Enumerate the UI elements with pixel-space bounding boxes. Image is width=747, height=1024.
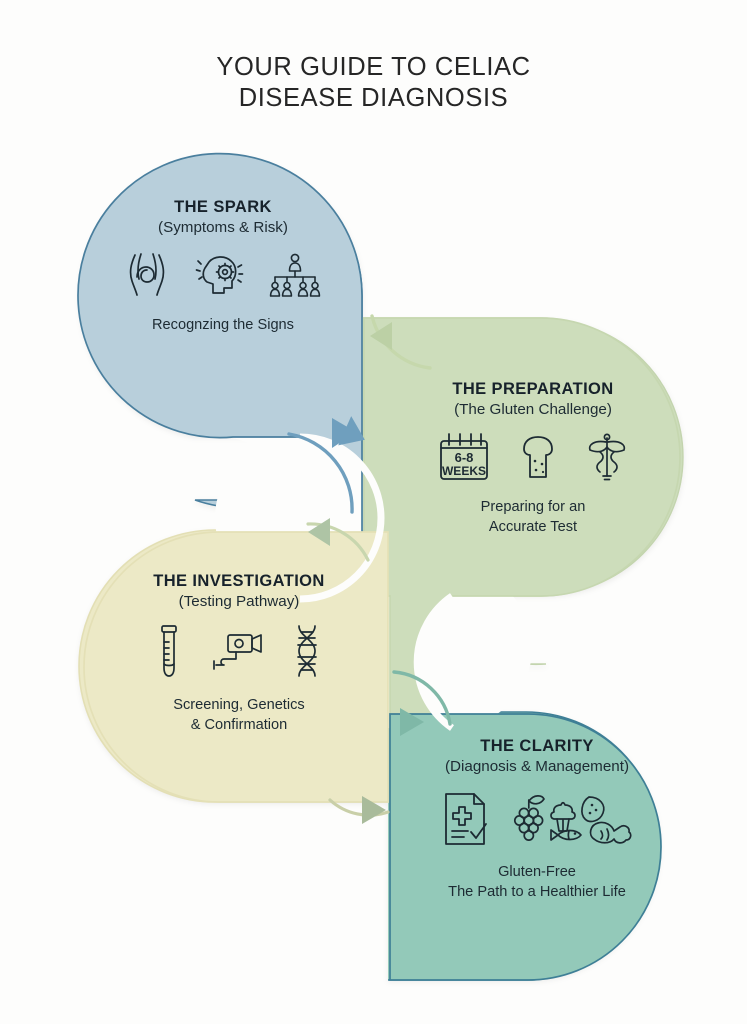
icon-row-preparation: 6-8 WEEKS <box>378 432 688 482</box>
medical-report-check-icon <box>440 790 492 848</box>
icon-row-investigation <box>78 624 400 680</box>
brain-fog-icon <box>193 252 245 298</box>
test-tube-icon <box>152 624 186 680</box>
clarity-blob <box>389 713 662 981</box>
grapes-icon <box>513 795 545 841</box>
family-tree-icon <box>267 252 323 298</box>
page-title-line-2: DISEASE DIAGNOSIS <box>238 84 509 112</box>
step-subtitle-preparation: (The Gluten Challenge) <box>454 401 612 418</box>
step-caption-preparation-line-2: Accurate Test <box>488 518 578 535</box>
caduceus-icon <box>584 432 630 482</box>
step-caption-investigation-line-2: & Confirmation <box>190 716 288 733</box>
dna-helix-icon <box>288 624 326 680</box>
step-title-preparation: THE PREPARATION <box>452 380 614 398</box>
bread-slice-icon <box>514 433 562 481</box>
connector-preparation-to-investigation <box>370 314 432 370</box>
fish-icon <box>550 829 582 841</box>
step-caption-clarity-line-1: Gluten-Free <box>498 864 576 880</box>
endoscope-icon <box>208 627 266 677</box>
step-title-spark: THE SPARK <box>174 198 272 216</box>
step-subtitle-clarity: (Diagnosis & Management) <box>444 758 630 775</box>
step-subtitle-investigation: (Testing Pathway) <box>178 593 300 610</box>
icon-row-clarity <box>370 789 704 849</box>
step-caption-investigation-line-1: Screening, Genetics <box>173 697 305 713</box>
step-panel-preparation[interactable]: THE PREPARATION (The Gluten Challenge) 6… <box>378 380 688 537</box>
step-panel-investigation[interactable]: THE INVESTIGATION (Testing Pathway) <box>78 572 400 735</box>
step-panel-spark[interactable]: THE SPARK (Symptoms & Risk) <box>68 198 378 336</box>
step-title-clarity: THE CLARITY <box>480 737 594 755</box>
cucumber-icon <box>581 796 605 823</box>
connector-investigation-to-clarity <box>392 670 452 736</box>
step-caption-preparation-line-1: Preparing for an <box>480 499 586 515</box>
calendar-icon: 6-8 WEEKS <box>436 432 492 482</box>
chicken-drumstick-icon <box>589 821 632 844</box>
step-panel-clarity[interactable]: THE CLARITY (Diagnosis & Management) <box>370 737 704 902</box>
step-caption-clarity-line-2: The Path to a Healthier Life <box>448 883 626 900</box>
broccoli-icon <box>550 801 576 832</box>
healthy-food-icon <box>506 789 634 849</box>
icon-row-spark <box>68 252 378 298</box>
connector-investigation-outbound <box>306 518 370 562</box>
step-caption-spark: Recognzing the Signs <box>152 317 294 333</box>
connector-spark-to-preparation <box>287 416 365 514</box>
page-title: YOUR GUIDE TO CELIAC DISEASE DIAGNOSIS <box>0 52 747 114</box>
step-subtitle-spark: (Symptoms & Risk) <box>158 219 288 236</box>
abdominal-pain-icon <box>123 252 171 298</box>
page-title-line-1: YOUR GUIDE TO CELIAC <box>216 53 531 81</box>
blob-separators <box>299 433 454 731</box>
step-shapes-final <box>77 152 681 981</box>
calendar-line-1: 6-8 <box>455 450 474 465</box>
calendar-line-2: WEEKS <box>442 464 486 478</box>
step-title-investigation: THE INVESTIGATION <box>153 572 325 590</box>
connector-investigation-lower <box>328 796 390 824</box>
